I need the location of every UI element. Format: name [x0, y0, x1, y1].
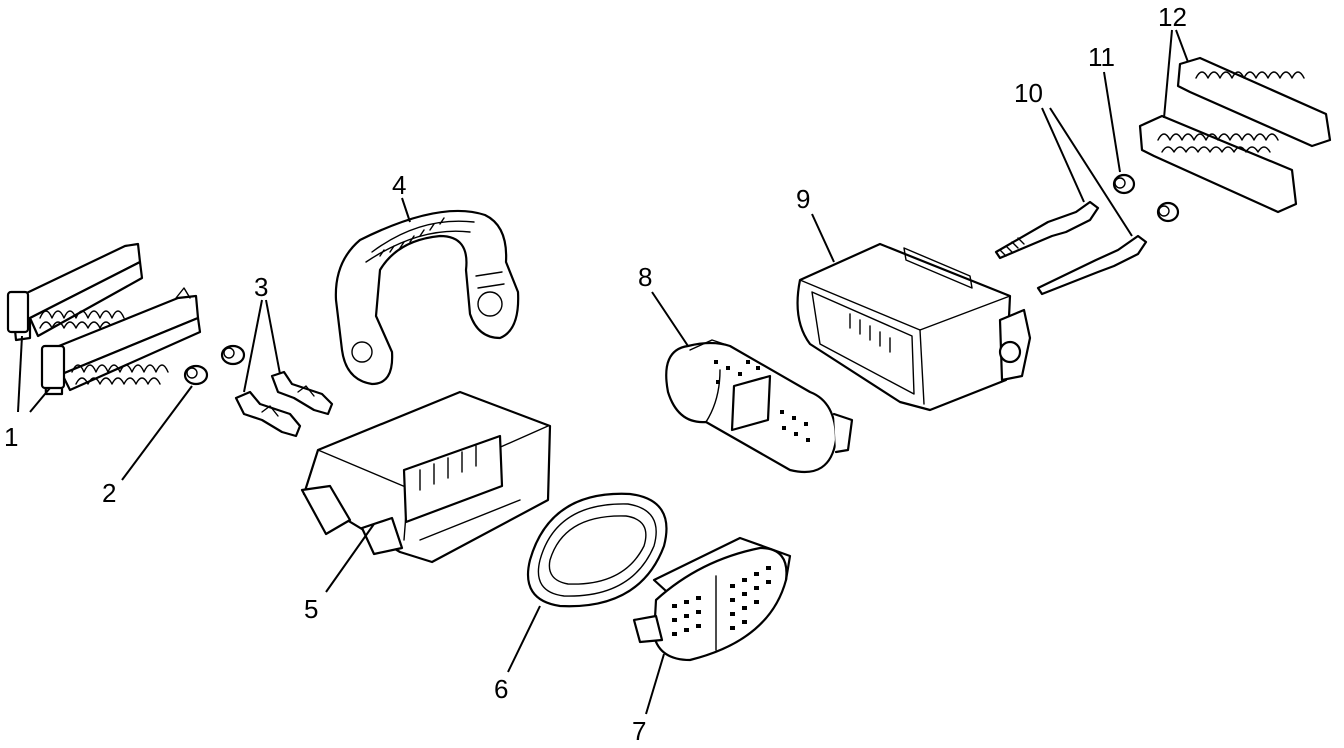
- retainer-holes: [714, 360, 810, 442]
- leader-12b: [1163, 29, 1173, 119]
- callout-labels: 1 2 3 4 5 6 7 8 9 10 11 12: [4, 2, 1187, 746]
- callout-3: 3: [254, 272, 268, 302]
- callout-9: 9: [796, 184, 810, 214]
- leader-lines: [17, 29, 1189, 715]
- part-9-connector-body: [796, 242, 1032, 412]
- leader-3b: [265, 299, 281, 375]
- part-6-seal: [526, 492, 668, 608]
- leader-5: [325, 523, 375, 593]
- leader-1a: [17, 335, 23, 413]
- leader-10b: [1049, 107, 1133, 237]
- leader-3a: [243, 299, 263, 393]
- part-2-seal-plugs: [183, 344, 246, 386]
- callout-5: 5: [304, 594, 318, 624]
- part-8-retainer: [665, 339, 854, 474]
- plate-holes: [672, 566, 771, 636]
- part-4-lever: [334, 209, 520, 386]
- callout-10: 10: [1014, 78, 1043, 108]
- leader-2: [121, 385, 193, 481]
- leader-6: [507, 605, 541, 673]
- leader-9: [811, 213, 835, 263]
- part-7-plate: [632, 536, 792, 662]
- callout-1: 1: [4, 422, 18, 452]
- leader-12a: [1175, 29, 1189, 63]
- callout-7: 7: [632, 716, 646, 746]
- part-10-terminals: [994, 200, 1148, 296]
- leader-1b: [29, 387, 51, 413]
- part-3-terminals: [234, 370, 334, 438]
- callout-4: 4: [392, 170, 406, 200]
- callout-8: 8: [638, 262, 652, 292]
- callout-12: 12: [1158, 2, 1187, 32]
- leader-8: [651, 291, 689, 347]
- part-5-housing: [300, 390, 552, 564]
- callout-6: 6: [494, 674, 508, 704]
- callout-11: 11: [1088, 42, 1115, 72]
- leader-10a: [1041, 107, 1085, 203]
- part-1-combs: [6, 242, 202, 396]
- part-12-combs: [1138, 56, 1332, 214]
- leader-11: [1103, 71, 1121, 173]
- leader-7: [645, 653, 665, 715]
- leader-4: [401, 197, 411, 223]
- part-11-seal-plugs: [1112, 173, 1180, 223]
- callout-2: 2: [102, 478, 116, 508]
